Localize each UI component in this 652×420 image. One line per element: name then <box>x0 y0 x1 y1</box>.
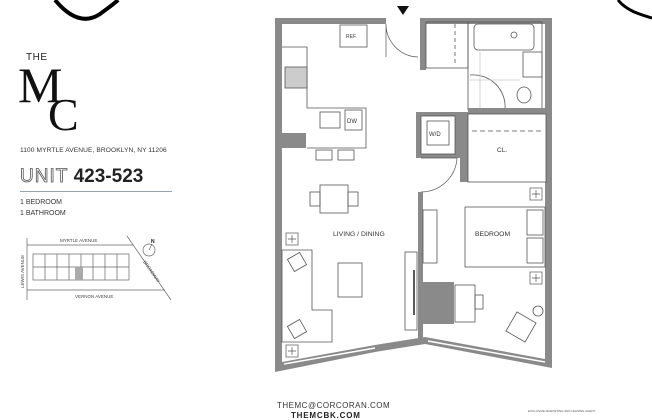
mc-logo: M C <box>18 60 79 132</box>
wall <box>468 108 545 114</box>
desk-chair <box>474 294 484 310</box>
wall <box>420 18 426 70</box>
bathroom-count: 1 BATHROOM <box>20 210 66 217</box>
stove <box>284 66 308 89</box>
decorative-swoosh-right <box>616 0 652 20</box>
wall <box>460 112 468 182</box>
compass-icon <box>142 243 156 257</box>
side-table <box>532 305 544 317</box>
stool <box>315 149 333 161</box>
walk-in-closet <box>467 113 547 183</box>
svg-text:C: C <box>48 89 79 132</box>
entry-door[interactable] <box>385 23 419 58</box>
bathtub <box>473 23 535 51</box>
bed <box>464 206 546 268</box>
street-north: MYRTLE AVENUE <box>60 238 97 243</box>
unit-location <box>75 267 83 280</box>
coffee-table <box>337 262 363 298</box>
wd-label: W/D <box>429 132 441 138</box>
stool <box>337 149 355 161</box>
dining-chair <box>309 191 321 207</box>
divider <box>20 191 172 192</box>
unit-number: 423-523 <box>73 166 144 187</box>
wall <box>418 192 423 342</box>
sofa-cushion <box>286 318 308 340</box>
bedroom-label: BEDROOM <box>475 231 510 238</box>
agent-note: EXCLUSIVE MARKETING AND LEASING AGENT <box>528 409 596 413</box>
dresser <box>422 209 438 264</box>
street-east: BROADWAY <box>142 260 161 284</box>
living-dining-label: LIVING / DINING <box>333 231 385 238</box>
tv-console <box>404 251 418 331</box>
street-south: VERNON AVENUE <box>75 294 113 299</box>
bathroom <box>467 21 543 111</box>
dining-chair <box>347 191 359 207</box>
closet-label: CL. <box>497 147 507 154</box>
address: 1100 MYRTLE AVENUE, BROOKLYN, NY 11206 <box>20 147 167 154</box>
unit-heading: UNIT 423-523 <box>20 166 144 188</box>
dishwasher <box>344 109 363 131</box>
bedroom-count: 1 BEDROOM <box>20 199 63 206</box>
ref-label: REF. <box>346 34 357 40</box>
compass-label: N <box>151 239 155 245</box>
contact-email[interactable]: THEMC@CORCORAN.COM <box>277 401 391 410</box>
vanity-sink <box>522 51 543 78</box>
windows <box>283 340 546 365</box>
bedroom-door[interactable] <box>420 157 458 193</box>
toilet <box>516 86 532 104</box>
decorative-swoosh-left <box>53 0 120 21</box>
armchair <box>505 311 537 343</box>
refrigerator <box>339 24 368 48</box>
wall-block <box>282 133 306 148</box>
sink <box>319 111 341 129</box>
kitchen <box>282 24 368 161</box>
sofa-cushion <box>286 251 308 273</box>
brand-prefix: THE <box>26 52 48 63</box>
pillow <box>526 209 544 236</box>
key-map: MYRTLE AVENUE VERNON AVENUE LEWIS AVENUE… <box>20 235 172 301</box>
svg-text:M: M <box>18 60 62 113</box>
pillow <box>526 237 544 264</box>
dw-label: DW <box>347 119 357 125</box>
thermostat-markers <box>285 187 543 358</box>
entry-arrow-icon <box>397 6 409 15</box>
washer-dryer <box>426 120 450 146</box>
street-west: LEWIS AVENUE <box>20 255 25 288</box>
wall-block <box>421 282 454 324</box>
unit-label: UNIT <box>20 166 69 188</box>
sofa <box>281 249 333 343</box>
